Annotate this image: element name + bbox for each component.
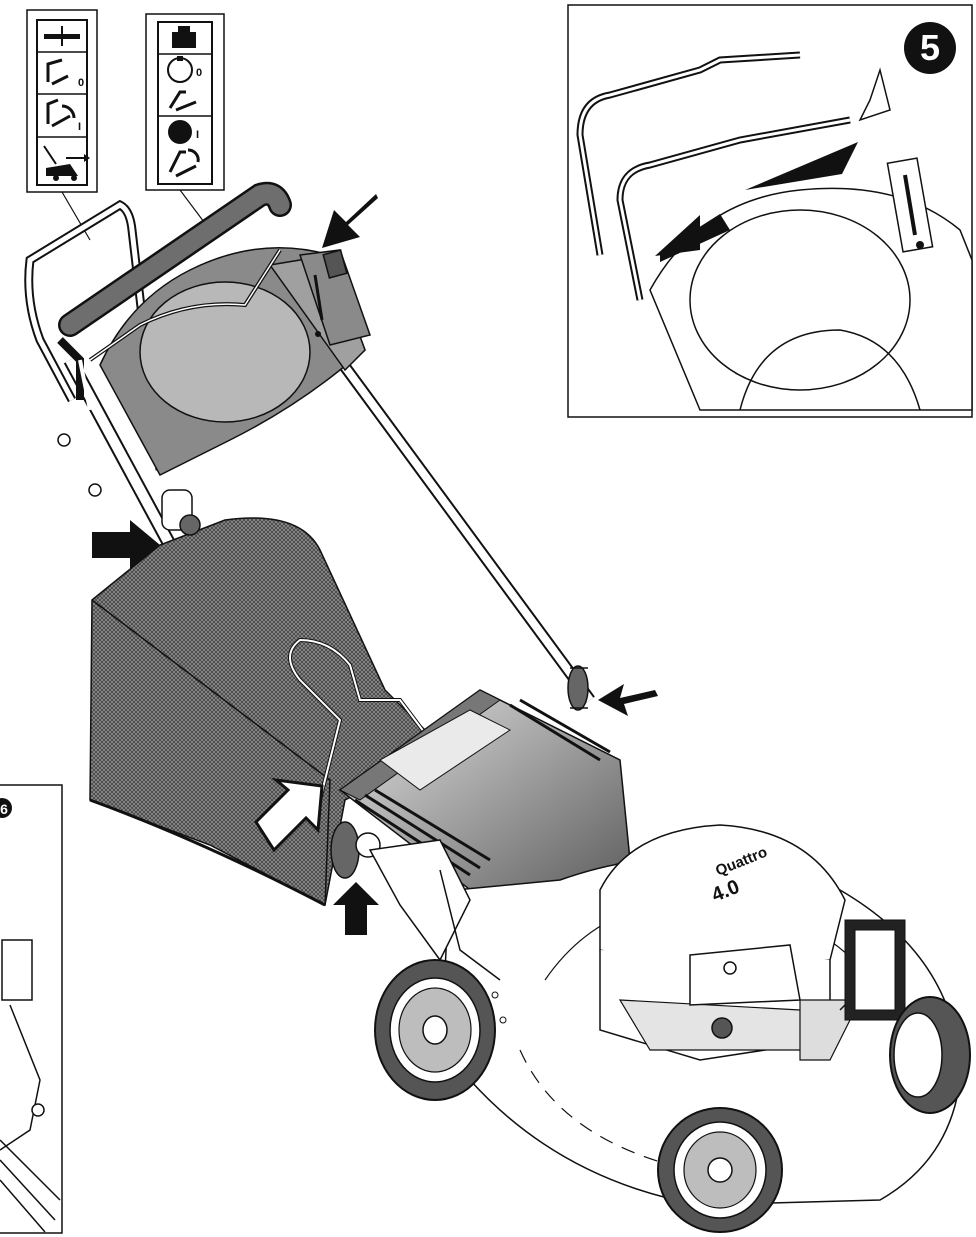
control-label-strip-left: 0 I: [26, 9, 98, 241]
svg-text:0: 0: [78, 77, 84, 89]
handle-knob-right: [567, 665, 589, 711]
wheel-rear-left: [374, 959, 496, 1101]
arrow-right-icon: [92, 520, 160, 570]
choke-zero-icon: 0: [167, 56, 202, 112]
inset-detail-panel: 5: [567, 4, 973, 418]
rear-shroud: [88, 247, 371, 476]
engine-unit: Quattro 4.0: [599, 824, 906, 1061]
side-inset-panel: 6: [0, 784, 63, 1234]
arrow-down-left-icon: [322, 194, 378, 248]
wheel-front-right: [889, 996, 971, 1114]
arrow-left-down-icon: [655, 215, 700, 256]
stop-bar-icon: [44, 26, 80, 46]
engine-icon: [172, 26, 196, 48]
svg-text:I: I: [196, 129, 199, 141]
lever-zero-icon: 0: [46, 58, 84, 89]
grass-catcher-bag: [89, 517, 631, 907]
pointer-arrows: [92, 194, 658, 935]
svg-text:0: 0: [196, 67, 202, 79]
wheel-front-left: [657, 1107, 783, 1233]
arrow-left-icon: [598, 684, 658, 716]
arrow-up-icon: [333, 882, 379, 935]
control-label-strip-right: 0 I: [145, 13, 225, 231]
mower-drive-icon: [43, 145, 90, 181]
svg-text:I: I: [78, 121, 81, 133]
step-badge: [904, 22, 956, 74]
choke-one-icon: I: [168, 120, 200, 178]
screw-icon: [88, 483, 102, 497]
step-badge-number: 5: [920, 27, 940, 68]
upper-handle: [57, 181, 292, 411]
arrow-right-up-icon: [745, 142, 858, 190]
screw-icon: [57, 433, 71, 447]
side-inset-badge: 6: [0, 801, 8, 817]
arrow-up-right-outline-icon: [254, 777, 324, 853]
handle-knob-upper-left: [161, 489, 201, 536]
lever-one-icon: I: [46, 98, 81, 133]
